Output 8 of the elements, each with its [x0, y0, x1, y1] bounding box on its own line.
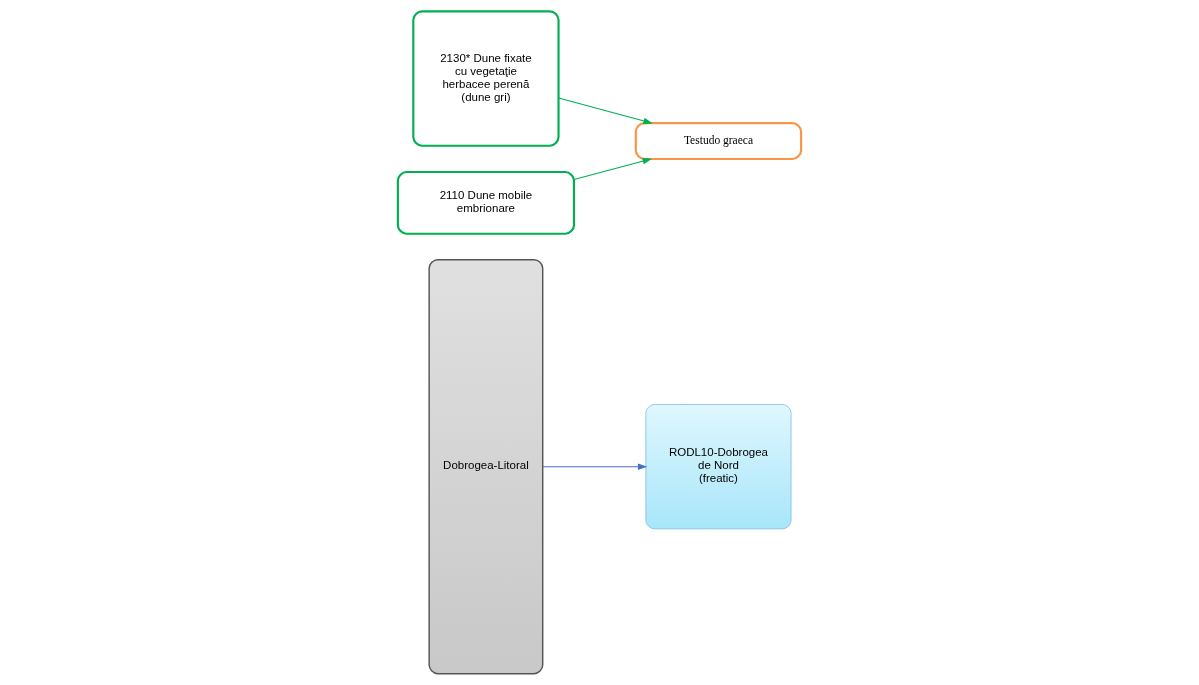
- node-box: RODL10-Dobrogea de Nord (freatic): [645, 404, 792, 530]
- node-box: 2130* Dune fixate cu vegetaţie herbacee perenă (dune gri): [412, 10, 560, 147]
- node-box: 2110 Dune mobile embrionare: [396, 170, 576, 235]
- arrow: [558, 97, 653, 125]
- arrow: [573, 157, 652, 181]
- node-box: Dobrogea-Litoral: [428, 258, 544, 675]
- arrow: [542, 463, 648, 470]
- node-box: Testudo graeca: [634, 122, 803, 161]
